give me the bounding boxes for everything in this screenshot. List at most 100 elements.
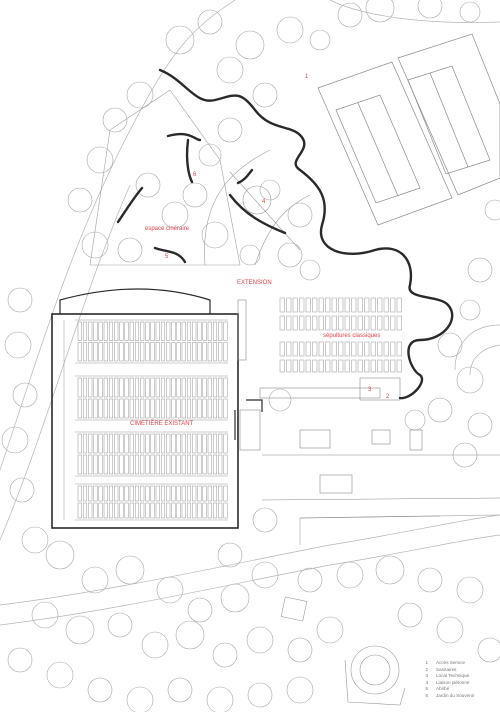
grave — [114, 321, 119, 341]
grave — [108, 342, 114, 362]
grave — [93, 398, 98, 419]
grave — [207, 398, 212, 419]
grave — [338, 359, 344, 373]
grave — [370, 341, 376, 357]
grave — [77, 342, 82, 362]
grave — [223, 454, 228, 475]
tree — [156, 576, 184, 604]
tennis-courts — [317, 33, 500, 226]
grave — [299, 341, 305, 357]
grave — [166, 502, 171, 519]
tree — [46, 661, 74, 689]
grave — [171, 398, 176, 419]
tree — [299, 259, 321, 281]
grave — [357, 341, 363, 357]
grave — [357, 315, 363, 331]
grave — [129, 321, 134, 341]
grave — [176, 377, 181, 398]
grave — [129, 398, 134, 419]
tree — [198, 143, 222, 167]
grave — [98, 398, 103, 419]
label-sepultures: sépultures classiques — [323, 333, 380, 339]
grave — [186, 433, 192, 454]
grave — [383, 315, 389, 331]
grave — [299, 359, 305, 373]
grave — [145, 485, 150, 502]
tree — [268, 388, 292, 412]
grave — [166, 454, 171, 475]
grave — [119, 321, 124, 341]
grave — [103, 398, 108, 419]
grave — [103, 377, 108, 398]
grave — [383, 297, 389, 313]
grave — [155, 342, 160, 362]
grave — [181, 485, 186, 502]
tree — [259, 179, 281, 201]
tree — [252, 82, 278, 108]
tree — [216, 56, 244, 84]
grave — [344, 297, 350, 313]
tree — [252, 507, 278, 533]
grave — [145, 321, 150, 341]
grave — [181, 433, 186, 454]
grave — [305, 359, 311, 373]
grave — [155, 398, 160, 419]
grave — [150, 485, 155, 502]
grave — [218, 377, 223, 398]
grave — [134, 485, 140, 502]
grave — [171, 485, 176, 502]
grave — [207, 377, 212, 398]
grave — [305, 315, 311, 331]
grave — [93, 502, 98, 519]
grave — [351, 315, 357, 331]
grave — [119, 377, 124, 398]
tree — [235, 30, 265, 60]
grave — [82, 502, 88, 519]
grave — [312, 341, 318, 357]
grave — [318, 359, 324, 373]
grave — [207, 454, 212, 475]
grave — [134, 321, 140, 341]
grave — [129, 502, 134, 519]
grave — [292, 297, 298, 313]
grave — [108, 377, 114, 398]
grave — [82, 433, 88, 454]
grave — [202, 398, 207, 419]
tree — [417, 0, 443, 19]
grave — [124, 454, 129, 475]
grave — [98, 321, 103, 341]
grave — [286, 359, 292, 373]
grave — [119, 454, 124, 475]
grave — [171, 321, 176, 341]
tree — [201, 221, 229, 249]
grave — [218, 398, 223, 419]
tree — [4, 331, 32, 359]
grave — [202, 433, 207, 454]
grave — [134, 342, 140, 362]
grave — [186, 454, 192, 475]
tree — [175, 620, 205, 650]
grave — [202, 502, 207, 519]
grave — [160, 454, 166, 475]
tree — [7, 647, 33, 673]
grave — [197, 398, 202, 419]
tree — [87, 677, 113, 703]
grave — [150, 502, 155, 519]
tree — [251, 561, 279, 589]
grave — [312, 297, 318, 313]
grave — [93, 454, 98, 475]
grave — [166, 433, 171, 454]
grave — [166, 398, 171, 419]
grave — [186, 398, 192, 419]
grave — [186, 342, 192, 362]
tree — [67, 187, 93, 213]
grave — [166, 342, 171, 362]
tree — [459, 1, 481, 23]
tree — [336, 561, 364, 589]
grave — [124, 485, 129, 502]
grave — [119, 342, 124, 362]
grave — [318, 341, 324, 357]
